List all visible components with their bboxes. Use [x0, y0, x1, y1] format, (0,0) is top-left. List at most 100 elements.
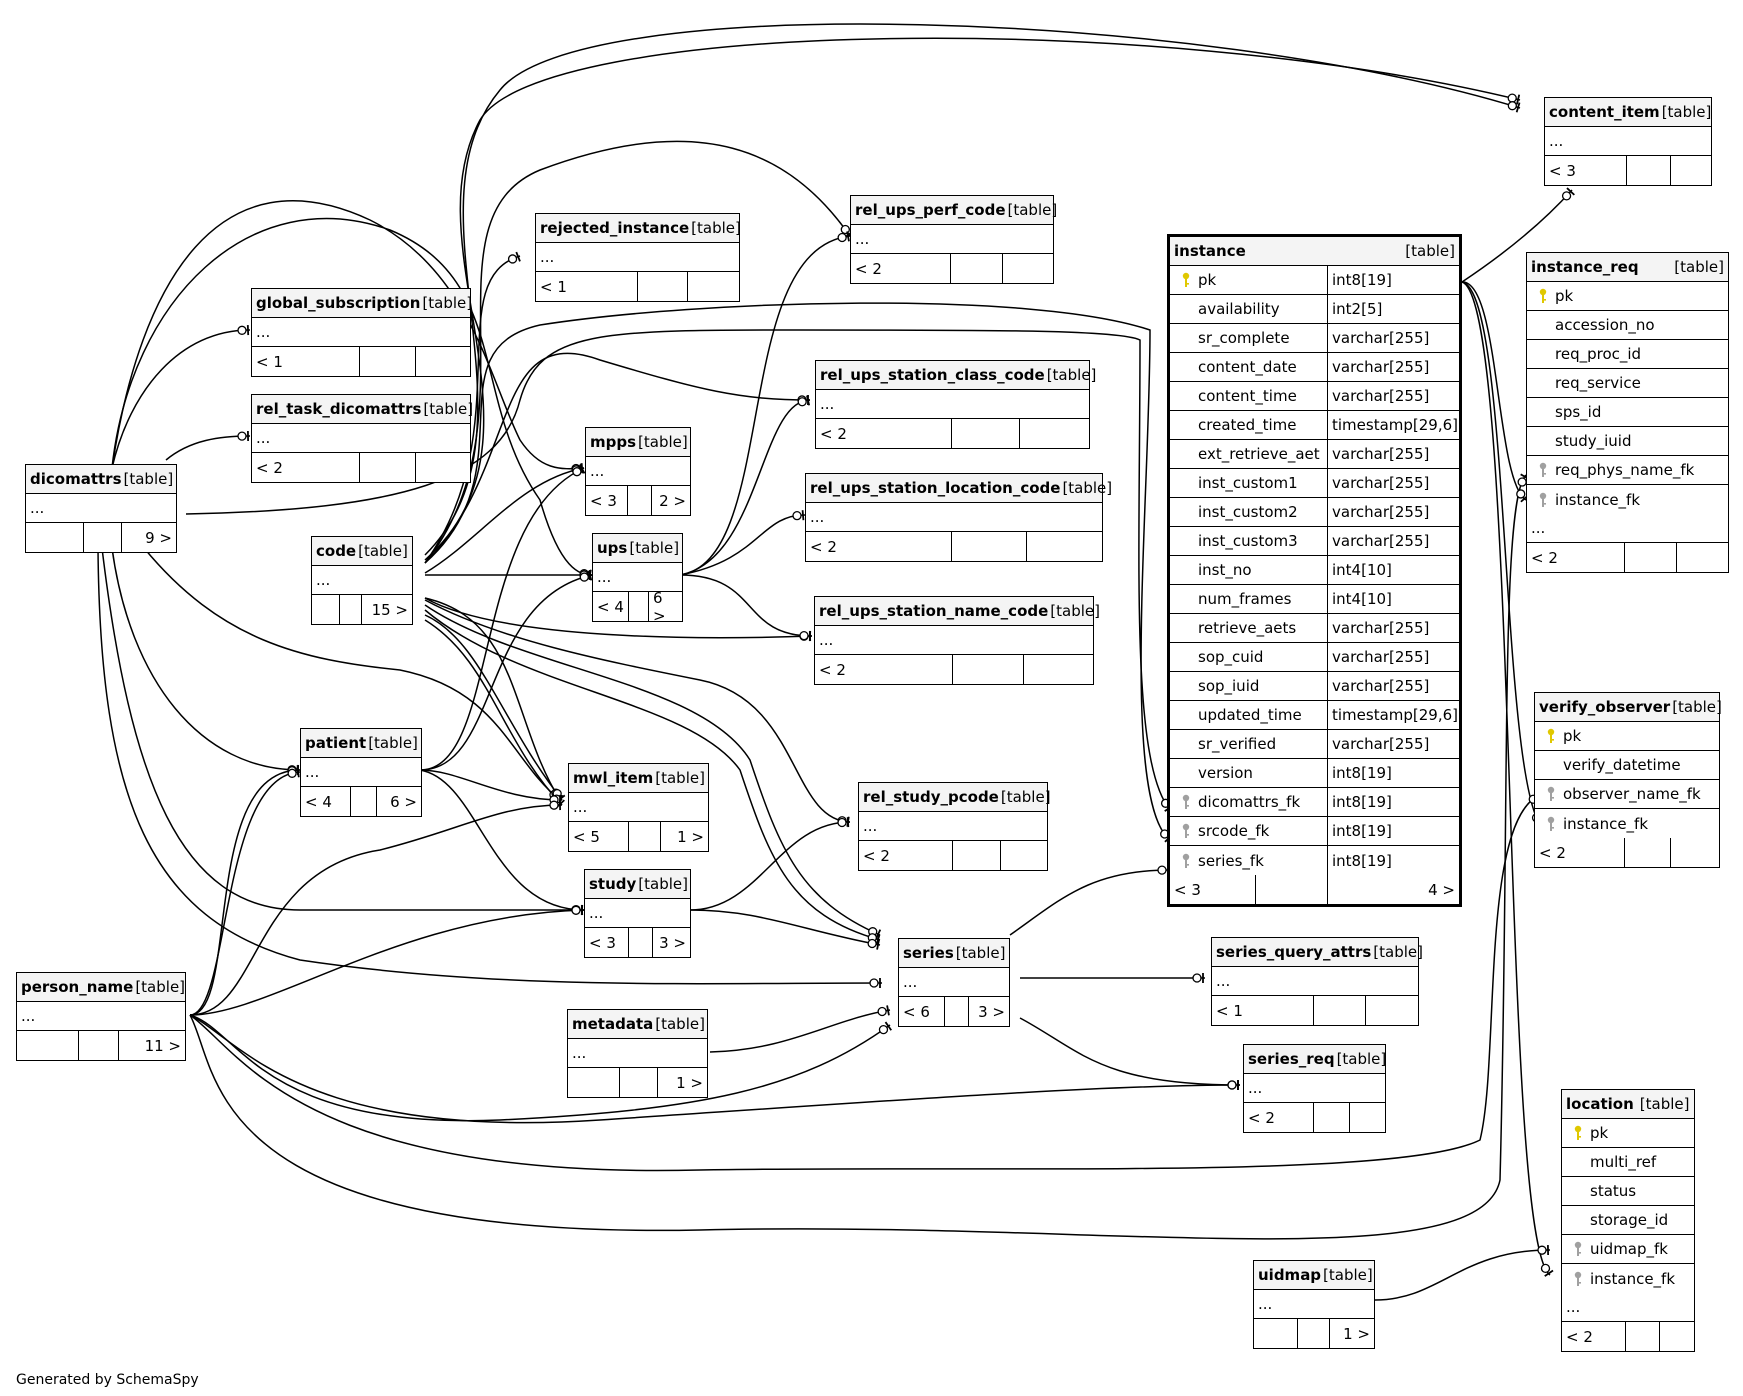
column-row[interactable]: pk [1562, 1119, 1694, 1148]
children-count[interactable]: 15 > [371, 600, 408, 619]
parents-count[interactable]: < 2 [1562, 1322, 1626, 1351]
table-rel-ups-station-location-code[interactable]: rel_ups_station_location_code[table] ...… [805, 473, 1112, 562]
table-dicomattrs[interactable]: dicomattrs[table] ... 9 > [25, 464, 177, 553]
parents-count[interactable] [1254, 1319, 1298, 1348]
children-count[interactable] [1350, 1103, 1385, 1132]
parents-count[interactable]: < 3 [586, 486, 628, 515]
table-rejected-instance[interactable]: rejected_instance[table] ... < 1 [535, 213, 741, 302]
table-code[interactable]: code[table] ... 15 > [311, 536, 413, 625]
children-count[interactable] [688, 272, 739, 301]
parents-count[interactable]: < 2 [851, 254, 951, 283]
column-row[interactable]: instance_fk [1535, 809, 1719, 838]
column-row[interactable]: uidmap_fk [1562, 1235, 1694, 1264]
children-count[interactable]: 3 > [978, 1002, 1005, 1021]
parents-count[interactable] [568, 1068, 620, 1097]
parents-count[interactable]: < 2 [1527, 543, 1625, 572]
children-count[interactable] [1671, 156, 1711, 185]
table-series-query-attrs[interactable]: series_query_attrs[table] ... < 1 [1211, 937, 1423, 1026]
children-count[interactable]: 9 > [145, 528, 172, 547]
column-row[interactable]: req_phys_name_fk [1527, 456, 1728, 485]
parents-count[interactable] [17, 1031, 79, 1060]
column-row[interactable]: storage_id [1562, 1206, 1694, 1235]
children-count[interactable]: 11 > [144, 1036, 181, 1055]
column-row[interactable]: verify_datetime [1535, 751, 1719, 780]
column-row[interactable]: sps_id [1527, 398, 1728, 427]
parents-count[interactable]: < 1 [252, 347, 360, 376]
children-count[interactable]: 4 > [1428, 880, 1455, 899]
column-row[interactable]: req_proc_id [1527, 340, 1728, 369]
parents-count[interactable]: < 3 [1170, 875, 1256, 904]
column-row[interactable]: accession_no [1527, 311, 1728, 340]
table-rel-ups-station-name-code[interactable]: rel_ups_station_name_code[table] ... < 2 [814, 596, 1100, 685]
table-content-item[interactable]: content_item[table] ... < 3 [1544, 97, 1712, 186]
column-row[interactable]: pk [1535, 722, 1719, 751]
parents-count[interactable]: < 1 [536, 272, 638, 301]
table-rel-ups-perf-code[interactable]: rel_ups_perf_code[table] ... < 2 [850, 195, 1057, 284]
parents-count[interactable]: < 1 [1212, 996, 1314, 1025]
parents-count[interactable]: < 2 [1535, 838, 1625, 867]
table-person-name[interactable]: person_name[table] ... 11 > [16, 972, 186, 1061]
column-row[interactable]: instance_fk [1527, 485, 1728, 514]
column-row[interactable]: multi_ref [1562, 1148, 1694, 1177]
children-count[interactable]: 1 > [1343, 1324, 1370, 1343]
table-rel-study-pcode[interactable]: rel_study_pcode[table] ... < 2 [858, 782, 1051, 871]
parents-count[interactable] [26, 523, 84, 552]
table-rel-task-dicomattrs[interactable]: rel_task_dicomattrs[table] ... < 2 [251, 394, 473, 483]
parents-count[interactable]: < 3 [1545, 156, 1627, 185]
parents-count[interactable]: < 2 [859, 841, 953, 870]
column-row[interactable]: study_iuid [1527, 427, 1728, 456]
parents-count[interactable]: < 4 [301, 787, 351, 816]
children-count[interactable] [1001, 841, 1047, 870]
children-count[interactable] [1024, 655, 1093, 684]
children-count[interactable]: 1 > [676, 1073, 703, 1092]
parents-count[interactable] [312, 595, 340, 624]
column-row[interactable]: instance_fk [1562, 1264, 1694, 1293]
children-count[interactable] [1671, 838, 1719, 867]
parents-count[interactable]: < 3 [585, 928, 629, 957]
children-count[interactable] [1660, 1322, 1694, 1351]
parents-count[interactable]: < 2 [1244, 1103, 1314, 1132]
children-count[interactable] [416, 347, 470, 376]
column-row[interactable]: status [1562, 1177, 1694, 1206]
table-rel-ups-station-class-code[interactable]: rel_ups_station_class_code[table] ... < … [815, 360, 1096, 449]
parents-count[interactable]: < 2 [806, 532, 952, 561]
table-metadata[interactable]: metadata[table] ... 1 > [567, 1009, 708, 1098]
children-count[interactable]: 2 > [659, 491, 686, 510]
children-count[interactable] [1003, 254, 1053, 283]
parents-count[interactable]: < 2 [252, 453, 360, 482]
children-count[interactable]: 6 > [653, 588, 666, 625]
children-count[interactable] [416, 453, 470, 482]
table-series-req[interactable]: series_req[table] ... < 2 [1243, 1044, 1386, 1133]
children-count[interactable]: 6 > [390, 792, 417, 811]
table-global-subscription[interactable]: global_subscription[table] ... < 1 [251, 288, 472, 377]
table-uidmap[interactable]: uidmap[table] ... 1 > [1253, 1260, 1375, 1349]
